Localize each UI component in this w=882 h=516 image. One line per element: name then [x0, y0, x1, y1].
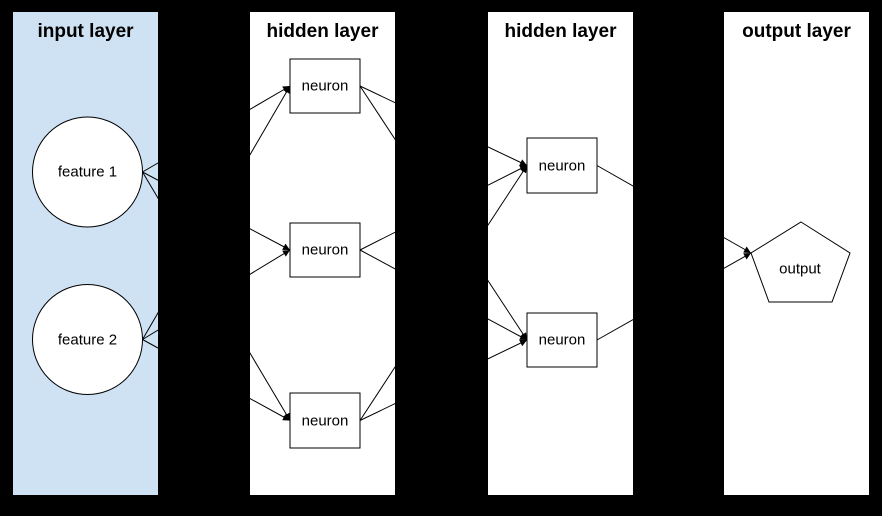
- edge-h1n3-h2n2: [359, 339, 528, 421]
- node-hidden2-neuron2-rect: [526, 312, 598, 368]
- edge-h1n3-h2n1: [359, 165, 528, 421]
- edge-feature1-h1n3: [142, 171, 291, 421]
- node-hidden2-neuron1-rect: [526, 137, 598, 194]
- edge-h1n2-h2n1: [359, 165, 528, 251]
- edge-h1n2-h2n2: [359, 249, 528, 341]
- node-feature1-circle: [32, 116, 143, 228]
- edge-h1n1-h2n1: [359, 85, 528, 166]
- node-hidden1-neuron1-rect: [289, 58, 361, 114]
- node-hidden1-neuron2-rect: [289, 222, 361, 278]
- edge-h2n1-out1: [596, 165, 752, 254]
- node-output-pentagon: [750, 221, 851, 303]
- edge-h2n2-out1: [596, 252, 752, 341]
- hidden-layer-2-panel: [488, 12, 633, 495]
- edge-feature1-h1n2: [142, 171, 291, 251]
- edge-feature2-h1n1: [142, 85, 291, 340]
- edge-feature1-h1n1: [142, 85, 291, 173]
- edge-feature2-h1n3: [142, 339, 291, 421]
- node-hidden1-neuron3-rect: [289, 392, 361, 449]
- node-feature2-circle: [32, 284, 143, 395]
- edge-h1n1-h2n2: [359, 85, 528, 341]
- input-layer-panel: [13, 12, 158, 495]
- edge-feature2-h1n2: [142, 249, 291, 340]
